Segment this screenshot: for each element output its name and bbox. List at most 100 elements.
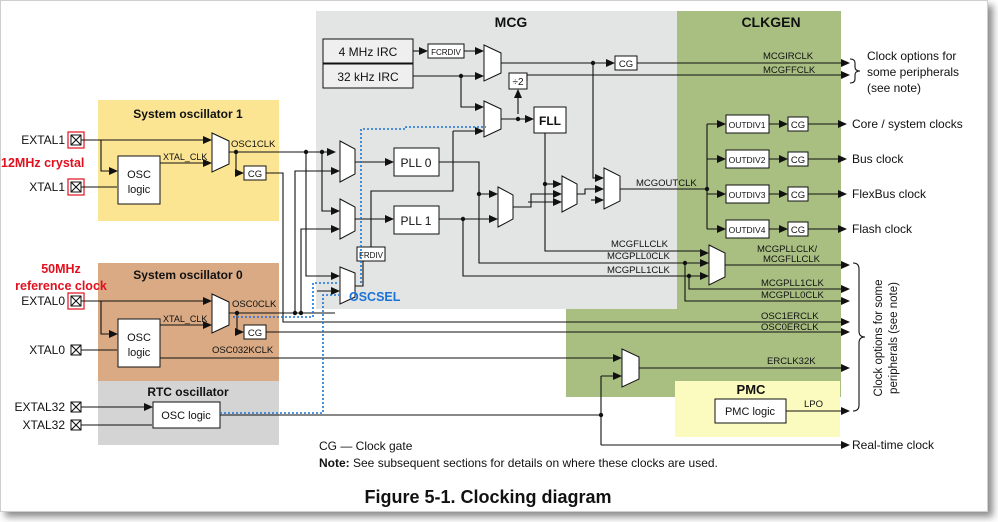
ref-clock-annotation-line1: 50MHz <box>41 262 81 276</box>
extal32-label: EXTAL32 <box>15 400 66 414</box>
xtal1-label: XTAL1 <box>29 180 65 194</box>
outdiv1-cg-label: CG <box>791 120 805 131</box>
pll0-clk-route <box>478 194 721 264</box>
xtal32-label: XTAL32 <box>23 418 66 432</box>
rtc-title: RTC oscillator <box>147 385 229 399</box>
clk-mux-out <box>577 185 604 195</box>
pin-extal0 <box>70 295 82 307</box>
clkgen-region <box>677 11 841 397</box>
mcgirclk-cg-label: CG <box>619 59 633 70</box>
outdiv3-group: OUTDIV3 CG <box>707 184 847 204</box>
irc-mux <box>483 44 502 82</box>
pll1-box <box>393 205 440 235</box>
clock-options-top-1: Clock options for <box>867 49 956 63</box>
pmc-title: PMC <box>737 382 767 397</box>
ref-clock-annotation-line2: reference clock <box>15 279 107 293</box>
pin-xtal0 <box>70 344 82 356</box>
irc-32khz-box <box>322 63 414 89</box>
pll1-in-mux <box>339 198 356 240</box>
outdiv1-group: OUTDIV1 CG <box>707 114 847 134</box>
mcgoutclk-label: MCGOUTCLK <box>636 178 697 189</box>
pin-extal1 <box>70 134 82 146</box>
pll0-in-mux <box>339 140 356 183</box>
pin-xtal1 <box>70 181 82 193</box>
osc0-logic-line2: logic <box>128 347 151 359</box>
rtc-osc-logic-label: OSC logic <box>161 410 211 422</box>
mcgffclk-wire <box>526 71 850 81</box>
pin-extal32 <box>70 401 82 413</box>
clocking-diagram: MCG CLKGEN System oscillator 1 System os… <box>1 11 963 507</box>
mcgpll0clk-out <box>684 263 850 305</box>
mcg-title: MCG <box>495 14 528 30</box>
crystal-annotation: 12MHz crystal <box>1 156 84 170</box>
erclk32k-mux <box>621 348 640 388</box>
side-brace <box>852 262 866 412</box>
erclk32k-label: ERCLK32K <box>767 356 816 367</box>
pmc-logic-label: PMC logic <box>725 406 776 418</box>
clkgen-title: CLKGEN <box>741 14 800 30</box>
pll1-label: PLL 1 <box>401 214 432 228</box>
osc1-to-frdiv <box>305 152 340 280</box>
mcgout-mux <box>603 167 621 210</box>
osc0-logic-box <box>117 318 161 368</box>
flexbus-clock: FlexBus clock <box>852 187 927 201</box>
outdiv2-group: OUTDIV2 CG <box>707 149 847 169</box>
figure-note: Note: See subsequent sections for detail… <box>319 456 718 470</box>
pll0-out <box>439 161 498 198</box>
mcgpll1clk-out <box>688 276 850 293</box>
irc32k-to-fll <box>460 76 484 111</box>
osc032kclk-label: OSC032KCLK <box>212 345 274 356</box>
mcg-clk-mux <box>561 175 578 213</box>
bus-clock: Bus clock <box>852 152 904 166</box>
osc1-xtal-clk-label: XTAL_CLK <box>163 152 207 162</box>
pll1-clk-route <box>462 219 689 277</box>
outdiv2-label: OUTDIV2 <box>729 155 766 165</box>
osc1-logic-line1: OSC <box>127 169 151 181</box>
note-text: See subsequent sections for details on w… <box>350 456 718 470</box>
fll-into-outmux <box>700 249 709 257</box>
pll-select-mux <box>497 186 514 228</box>
mcgpllclk-line1: MCGPLLCLK/ <box>757 244 818 255</box>
outdiv1-label: OUTDIV1 <box>729 120 766 130</box>
lpo-label: LPO <box>804 399 823 410</box>
div2-label: ÷2 <box>512 77 523 88</box>
pll0-box <box>393 147 440 177</box>
osc0-logic-line1: OSC <box>127 332 151 344</box>
realtime-clock: Real-time clock <box>852 438 935 452</box>
osc1-to-pll1 <box>321 152 340 215</box>
irc-4mhz-box <box>322 38 414 64</box>
pll0-label: PLL 0 <box>401 156 432 170</box>
extal1-label: EXTAL1 <box>21 133 65 147</box>
osc1-mux <box>211 132 230 173</box>
osc1-cg-wire <box>235 152 244 177</box>
outdiv2-cg-label: CG <box>791 155 805 166</box>
mcgffclk-label: MCGFFCLK <box>763 65 816 76</box>
figure-frame: MCG CLKGEN System oscillator 1 System os… <box>0 0 988 512</box>
mcgpllclk-line2: MCGFLLCLK <box>763 254 821 265</box>
fll-out <box>544 133 701 252</box>
outdiv4-cg-label: CG <box>791 225 805 236</box>
osc1erclk-label: OSC1ERCLK <box>761 311 819 322</box>
fll-box <box>533 106 567 134</box>
osc0-to-pll1 <box>300 225 340 313</box>
mcgpll1clk-out-label: MCGPLL1CLK <box>761 278 824 289</box>
clock-options-side-2: peripherals (see note) <box>888 282 900 394</box>
osc1clk-label: OSC1CLK <box>231 139 276 150</box>
mcgpll0clk-label: MCGPLL0CLK <box>607 251 670 262</box>
fcrdiv-label: FCRDIV <box>431 48 461 57</box>
extal1-wire <box>81 139 118 175</box>
legend-cg: CG — Clock gate <box>319 439 413 453</box>
figure-caption: Figure 5-1. Clocking diagram <box>364 487 611 507</box>
osc0-mux <box>211 293 230 334</box>
irc-4mhz-label: 4 MHz IRC <box>339 45 398 59</box>
osc0-xtal-clk-label: XTAL_CLK <box>163 314 207 324</box>
osc0-cg-label: CG <box>248 328 262 339</box>
osc0-cg-wire <box>235 313 244 336</box>
xtal0-label: XTAL0 <box>29 343 65 357</box>
clock-options-side-1: Clock options for some <box>873 280 885 397</box>
fll-label: FLL <box>539 114 561 128</box>
osc1-logic-line2: logic <box>128 184 151 196</box>
sysosc1-title: System oscillator 1 <box>133 107 243 121</box>
flash-clock: Flash clock <box>852 222 913 236</box>
fll-ref-mux <box>483 100 502 138</box>
